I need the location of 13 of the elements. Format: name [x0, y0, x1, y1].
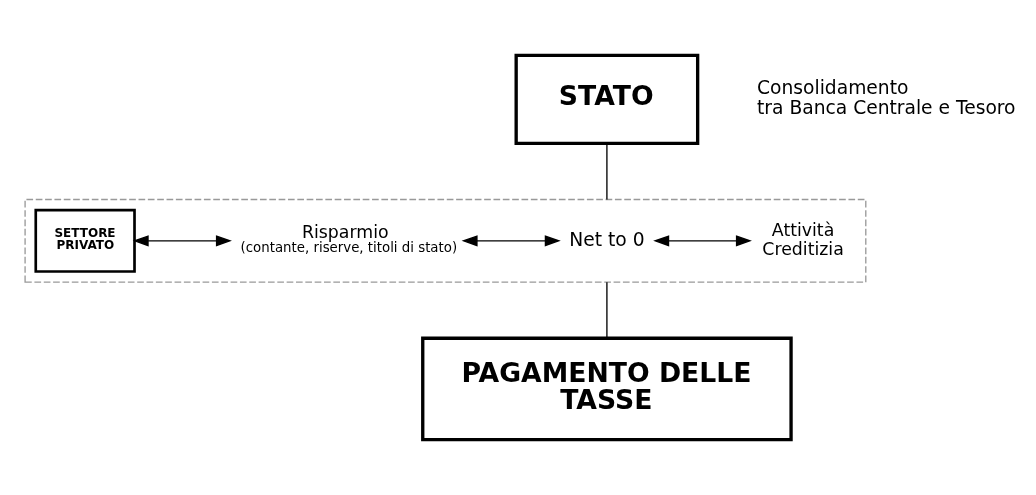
cluster: [23, 198, 866, 283]
node-box: PAGAMENTO DELLE TASSE: [420, 336, 793, 442]
connector: [605, 281, 608, 339]
arrow: [132, 235, 232, 247]
node-text: Attività Creditizia: [761, 220, 844, 259]
node-box: STATO: [514, 53, 699, 146]
arrow: [652, 235, 752, 247]
node-box: SETTORE PRIVATO: [33, 208, 136, 273]
node-text: Risparmio (contante, riserve, titoli di stato): [240, 222, 457, 256]
node-label: Consolidamento tra Banca Centrale e Tesoro: [756, 77, 1016, 119]
node-text: Net to 0: [568, 228, 645, 250]
connector: [605, 142, 608, 201]
arrow: [461, 235, 561, 247]
